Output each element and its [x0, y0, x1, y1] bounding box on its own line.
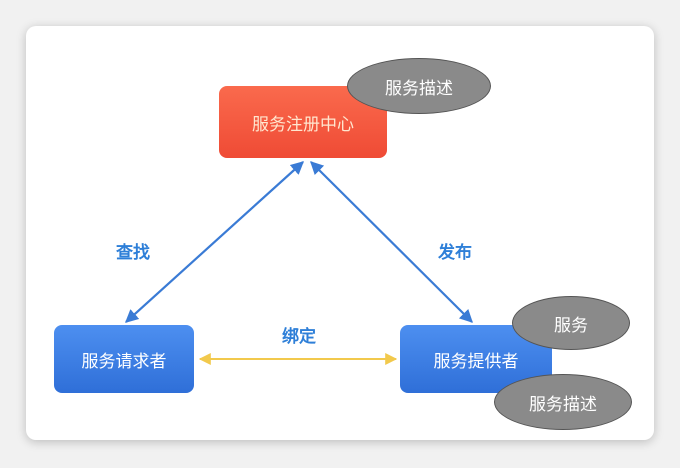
provider-service-description: 服务描述	[494, 374, 632, 430]
publish-edge-label: 发布	[438, 243, 472, 263]
provider-service-label: 服务	[554, 315, 588, 336]
find-edge-label: 查找	[116, 243, 150, 263]
service-registry-label: 服务注册中心	[252, 114, 354, 135]
find-edge	[125, 161, 304, 323]
bind-edge-label: 绑定	[282, 327, 316, 347]
service-provider-label: 服务提供者	[433, 351, 519, 372]
provider-service-description-label: 服务描述	[529, 394, 597, 415]
service-requester-label: 服务请求者	[81, 351, 167, 372]
registry-service-description: 服务描述	[347, 58, 491, 114]
publish-edge	[310, 161, 473, 323]
registry-service-description-label: 服务描述	[385, 78, 453, 99]
provider-service: 服务	[512, 296, 630, 350]
service-requester-node: 服务请求者	[54, 325, 194, 393]
